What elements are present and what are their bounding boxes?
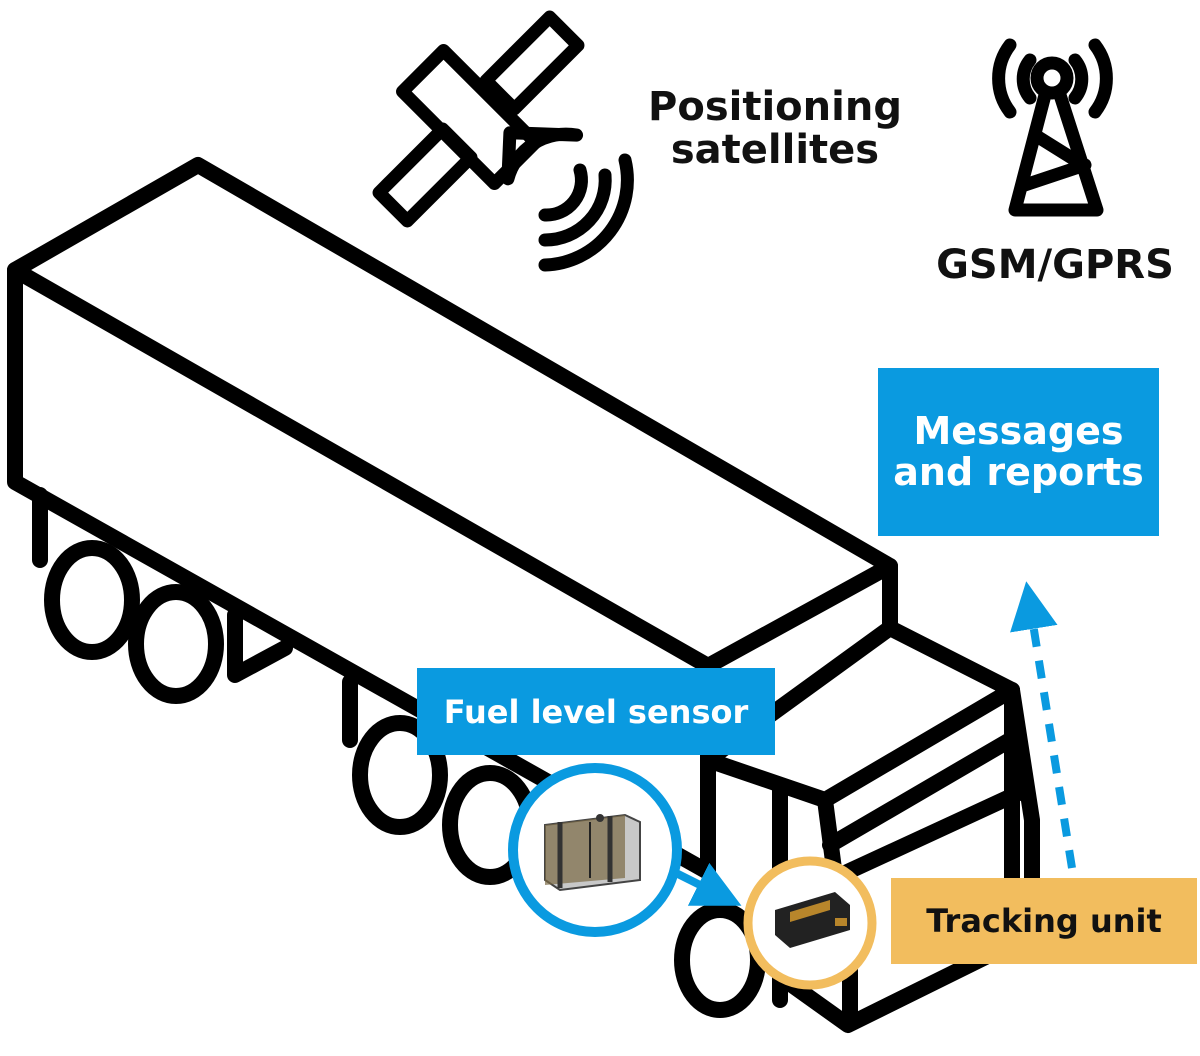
tracking-unit-label: Tracking unit [891, 878, 1197, 964]
satellite-icon [372, 10, 634, 272]
tracker-device-image [775, 892, 850, 948]
satellites-label: Positioning satellites [648, 84, 902, 174]
fuel-tank-image [544, 813, 641, 892]
fuel-sensor-badge [508, 763, 682, 937]
cell-tower-icon [992, 38, 1113, 217]
upload-arrow [1010, 581, 1076, 869]
fuel-sensor-label: Fuel level sensor [417, 668, 775, 755]
tracker-badge [743, 856, 877, 990]
messages-box: Messages and reports [878, 368, 1159, 536]
gsm-label: GSM/GPRS [936, 242, 1174, 288]
